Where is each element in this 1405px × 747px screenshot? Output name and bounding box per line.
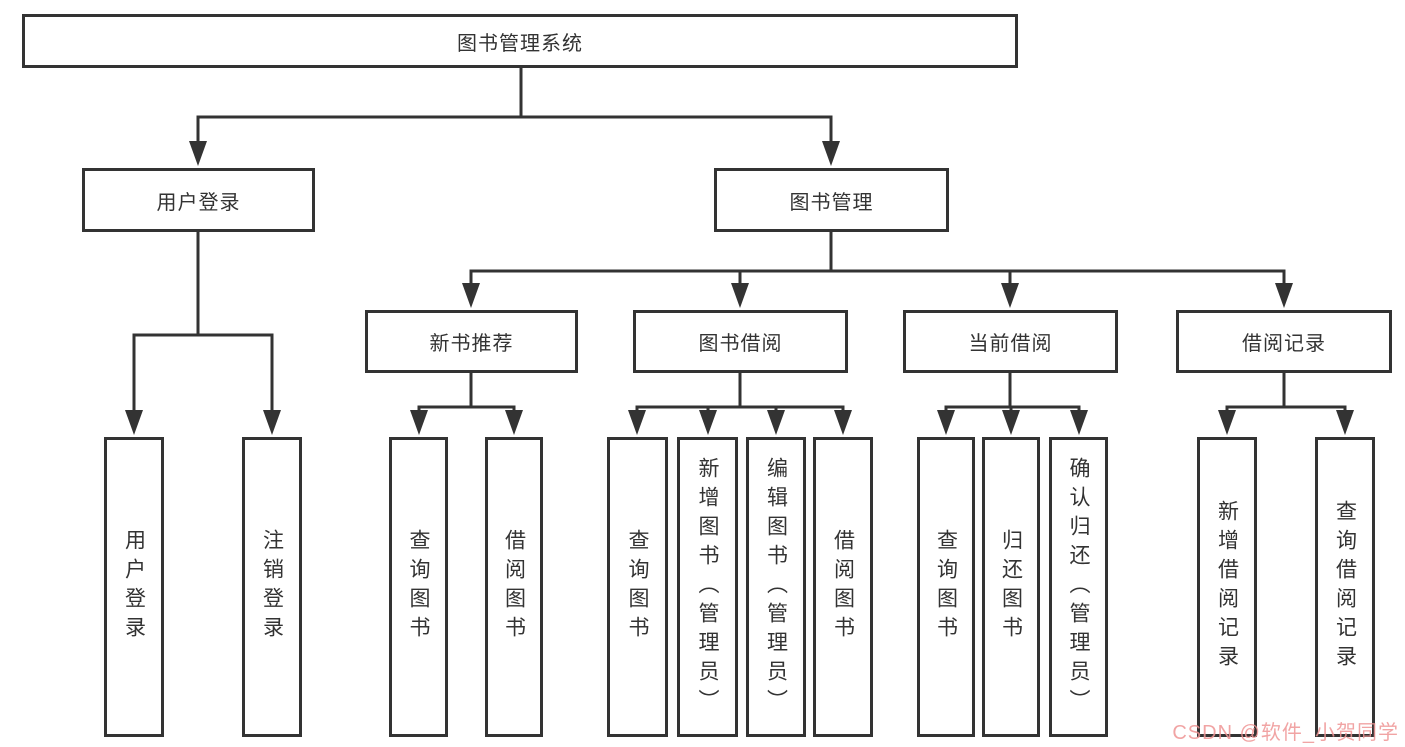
leaf-borrow-books-2: 借阅图书 [813, 437, 873, 737]
leaf-logout: 注销登录 [242, 437, 302, 737]
node-root-system: 图书管理系统 [22, 14, 1018, 68]
leaf-add-borrow-record: 新增借阅记录 [1197, 437, 1257, 737]
leaf-borrow-books-1: 借阅图书 [485, 437, 543, 737]
arrowheads [125, 141, 1354, 435]
node-user-login: 用户登录 [82, 168, 315, 232]
csdn-watermark: CSDN @软件_小贺同学 [1172, 722, 1399, 744]
leaf-add-books-admin: 新增图书（管理员） [677, 437, 738, 737]
leaf-query-borrow-record: 查询借阅记录 [1315, 437, 1375, 737]
leaf-edit-books-admin: 编辑图书（管理员） [746, 437, 806, 737]
leaf-return-books: 归还图书 [982, 437, 1040, 737]
node-book-borrow: 图书借阅 [633, 310, 848, 373]
leaf-user-login: 用户登录 [104, 437, 164, 737]
node-borrow-records: 借阅记录 [1176, 310, 1392, 373]
node-new-book-recommend: 新书推荐 [365, 310, 578, 373]
leaf-confirm-return-admin: 确认归还（管理员） [1049, 437, 1108, 737]
leaf-query-books-3: 查询图书 [917, 437, 975, 737]
node-book-management: 图书管理 [714, 168, 949, 232]
node-current-borrow: 当前借阅 [903, 310, 1118, 373]
leaf-query-books-2: 查询图书 [607, 437, 668, 737]
leaf-query-books-1: 查询图书 [389, 437, 448, 737]
